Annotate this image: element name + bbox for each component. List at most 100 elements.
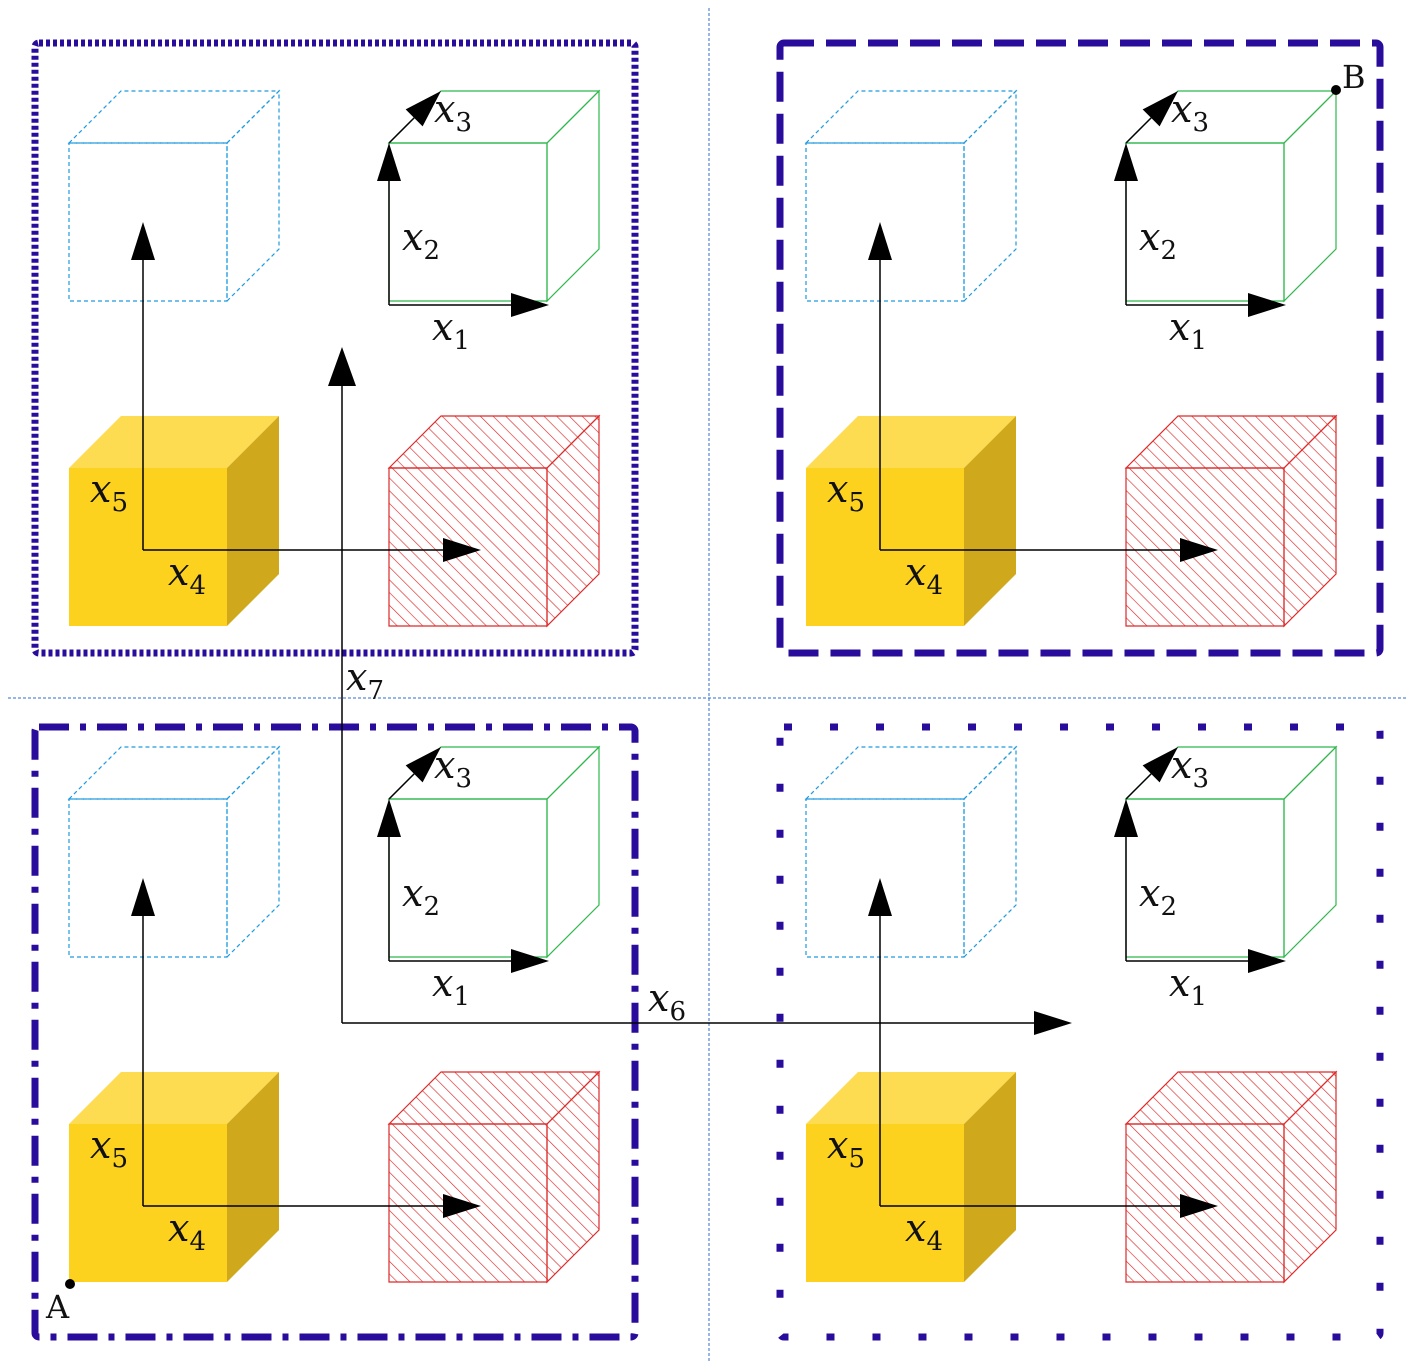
arrow-head	[377, 143, 401, 181]
frame-top-right	[776, 39, 1384, 657]
frame-top-left	[31, 39, 639, 657]
cube-side-face	[963, 745, 1017, 959]
x1-arrow	[1126, 949, 1286, 973]
x6-label: x6	[648, 976, 686, 1027]
arrow-shaft	[1125, 117, 1152, 144]
x3-arrow	[388, 747, 441, 800]
arrow-head	[131, 878, 155, 916]
cube-front-face	[68, 142, 228, 302]
cube-side-face	[1283, 89, 1337, 303]
x5-label: x5	[90, 1123, 128, 1174]
x1-label: x1	[432, 305, 470, 356]
x2-arrow	[377, 143, 401, 305]
cube-front-face	[806, 1124, 964, 1282]
x4-label: x4	[905, 1206, 943, 1257]
arrow-head	[1248, 293, 1286, 317]
point-A-dot	[65, 1279, 75, 1289]
cube-top-face	[67, 746, 281, 800]
cube-top-face	[67, 90, 281, 144]
arrow-head	[1142, 91, 1178, 127]
x2-label: x2	[402, 215, 440, 266]
cube-front-face	[69, 468, 227, 626]
x4-arrow	[880, 538, 1218, 562]
blue-dashed-cube	[67, 745, 281, 959]
yellow-solid-cube	[69, 416, 279, 626]
x5-arrow	[131, 222, 155, 550]
x2-arrow	[1114, 799, 1138, 961]
arrow-head	[1180, 538, 1218, 562]
x1-arrow	[389, 949, 549, 973]
x4-arrow	[880, 1194, 1218, 1218]
cube-top-face	[804, 90, 1018, 144]
x2-arrow	[1114, 143, 1138, 305]
yellow-solid-cube	[806, 1072, 1016, 1282]
x2-label: x2	[1139, 871, 1177, 922]
quadrant-guide-lines	[8, 8, 1407, 1362]
x4-arrow	[143, 538, 481, 562]
arrow-head	[131, 222, 155, 260]
arrow-shaft	[388, 773, 415, 800]
arrow-head	[511, 293, 549, 317]
cube-side-face	[226, 745, 280, 959]
x2-label: x2	[1139, 215, 1177, 266]
arrow-head	[1180, 1194, 1218, 1218]
yellow-solid-cube	[806, 416, 1016, 626]
red-hatched-cube	[387, 414, 601, 628]
arrow-head	[443, 1194, 481, 1218]
cube-top-face	[69, 416, 279, 468]
cube-side-face	[546, 89, 600, 303]
x5-label: x5	[90, 467, 128, 518]
cube-front-face	[805, 798, 965, 958]
cube-front-face	[805, 142, 965, 302]
x1-label: x1	[432, 961, 470, 1012]
x7-label: x7	[346, 655, 384, 706]
arrow-head	[868, 878, 892, 916]
x5-arrow	[868, 878, 892, 1206]
x3-arrow	[1125, 747, 1178, 800]
cube-front-face	[69, 1124, 227, 1282]
arrow-head	[1034, 1011, 1072, 1035]
x4-arrow	[143, 1194, 481, 1218]
cube-side-face	[1283, 745, 1337, 959]
x4-label: x4	[168, 550, 206, 601]
arrow-head	[377, 799, 401, 837]
x3-label: x3	[434, 743, 472, 794]
x3-arrow	[1125, 91, 1178, 144]
arrow-head	[868, 222, 892, 260]
blue-dashed-cube	[804, 745, 1018, 959]
cube-top-face	[69, 1072, 279, 1124]
x2-arrow	[377, 799, 401, 961]
cube-top-face	[804, 746, 1018, 800]
x1-label: x1	[1169, 305, 1207, 356]
x4-label: x4	[168, 1206, 206, 1257]
cube-side-face	[226, 89, 280, 303]
cube-side-face	[227, 416, 279, 626]
cube-side-face	[964, 1072, 1016, 1282]
x5-arrow	[131, 878, 155, 1206]
quadrant-frames	[31, 39, 1384, 1341]
cube-top-face	[806, 416, 1016, 468]
x6-arrow	[342, 1011, 1072, 1035]
red-hatched-cube	[1124, 414, 1338, 628]
point-B-label: B	[1342, 58, 1366, 96]
x5-label: x5	[827, 467, 865, 518]
x3-label: x3	[1171, 743, 1209, 794]
blue-dashed-cube	[67, 89, 281, 303]
x7-axis	[328, 347, 356, 1023]
cube-side-face	[964, 416, 1016, 626]
arrow-head	[405, 747, 441, 783]
arrow-head	[443, 538, 481, 562]
arrow-head	[1248, 949, 1286, 973]
cube-top-face	[806, 1072, 1016, 1124]
x3-label: x3	[1171, 87, 1209, 138]
point-B-dot	[1331, 85, 1341, 95]
x1-arrow	[389, 293, 549, 317]
frame-bottom-left	[31, 723, 639, 1341]
cube-front-face	[806, 468, 964, 626]
arrow-head	[405, 91, 441, 127]
